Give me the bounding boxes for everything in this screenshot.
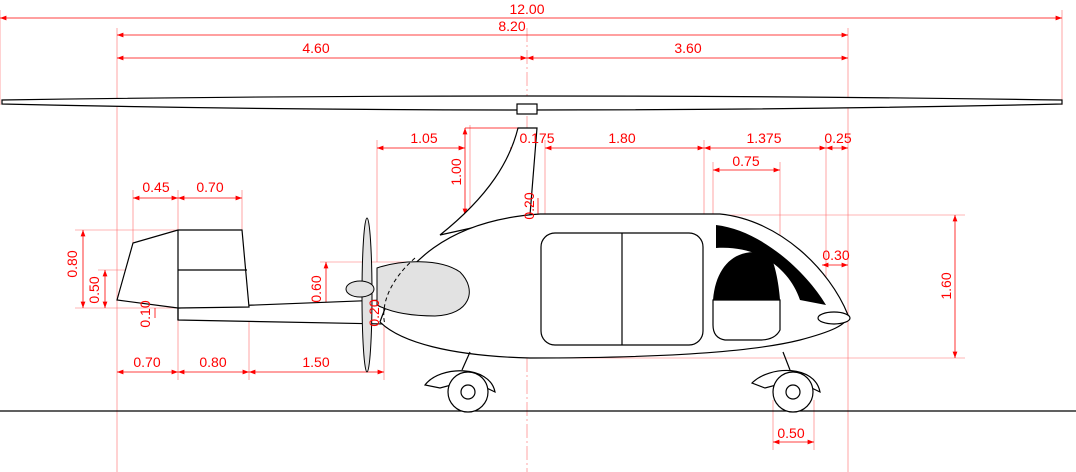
- dim-fin-lower: 0.50: [86, 276, 102, 303]
- dim-fuselage-height: 1.60: [938, 272, 954, 299]
- dim-side-window: 0.75: [732, 153, 759, 169]
- rotor-blade: [1, 95, 1063, 111]
- nose-cone: [817, 311, 851, 325]
- dim-engine-height: 0.60: [308, 275, 324, 302]
- rotor-hub: [516, 103, 538, 115]
- dimension-lines: [0, 15, 1062, 445]
- dim-prop-to-mast: 1.05: [410, 130, 437, 146]
- canopy-frame-black: [716, 225, 826, 305]
- dim-canopy-length: 1.375: [746, 130, 781, 146]
- dim-nose-height: 0.30: [822, 247, 849, 263]
- dim-fin-top-front: 0.45: [142, 179, 169, 195]
- dim-fin-base-front: 0.70: [133, 354, 160, 370]
- dim-fin-height: 0.80: [64, 250, 80, 277]
- dim-wheel-diameter: 0.50: [777, 425, 804, 441]
- dimension-labels: 12.00 8.20 4.60 3.60 1.05 1.00 0.175 1.8…: [64, 1, 954, 441]
- dim-cabin-length: 1.80: [608, 130, 635, 146]
- dim-boom-length: 1.50: [302, 354, 329, 370]
- dim-fin-top-rear: 0.70: [196, 179, 223, 195]
- spinner: [345, 280, 375, 298]
- dim-mast-base: 0.20: [521, 192, 537, 219]
- dim-mast-height: 1.00: [448, 158, 464, 185]
- dim-boom-thickness: 0.10: [137, 300, 153, 327]
- dim-boom-offset: 0.20: [366, 299, 382, 326]
- dim-tail-to-mast: 4.60: [302, 40, 329, 56]
- dim-nose-length: 0.25: [824, 130, 851, 146]
- tail-fin: [116, 229, 250, 309]
- side-window: [713, 252, 780, 300]
- dim-overall-length: 8.20: [498, 18, 525, 34]
- rear-landing-gear: [423, 351, 496, 413]
- front-landing-gear: [750, 351, 821, 413]
- dim-fin-base-rear: 0.80: [199, 354, 226, 370]
- rotor-mast: [439, 127, 538, 236]
- dim-mast-offset: 0.175: [519, 130, 554, 146]
- dim-mast-to-nose: 3.60: [674, 40, 701, 56]
- dim-overall-span: 12.00: [509, 1, 544, 17]
- engine-cowling: [376, 261, 470, 317]
